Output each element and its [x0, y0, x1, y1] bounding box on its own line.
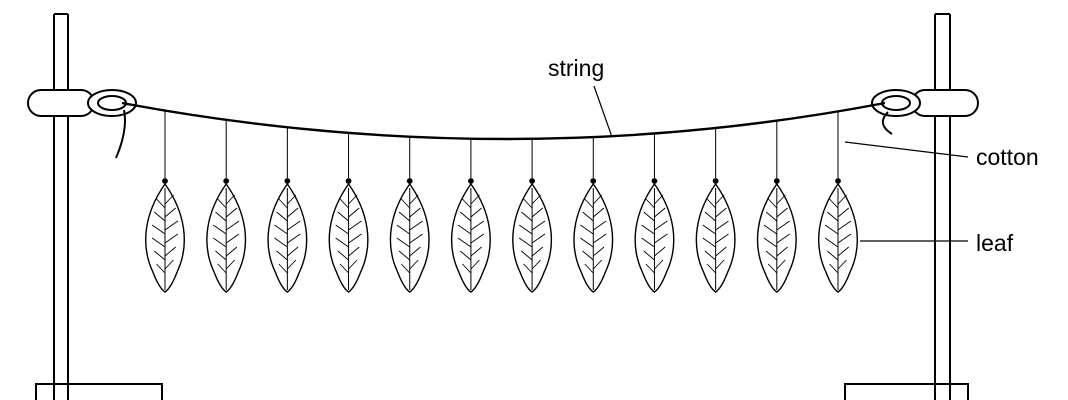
cotton-pointer: [844, 141, 969, 158]
cotton-knot: [284, 178, 291, 184]
string-pointer: [593, 85, 613, 138]
label-string: string: [548, 55, 605, 81]
hanging-leaf: [512, 138, 553, 293]
leaf-veins: [396, 194, 423, 274]
right-boss-clamp: [911, 89, 979, 117]
leaf-outline: [818, 182, 858, 293]
right-stand-rod: [934, 13, 951, 400]
leaf-outline: [695, 182, 736, 293]
leaf-outline: [756, 182, 797, 293]
right-stand-base: [844, 383, 969, 400]
leaf-veins: [763, 194, 790, 274]
hanging-leaf: [206, 119, 247, 293]
leaf-outline: [512, 182, 553, 293]
leaf-veins: [213, 194, 240, 274]
cotton-knot: [712, 178, 719, 184]
label-leaf: leaf: [976, 230, 1014, 256]
left-boss-clamp: [27, 89, 95, 117]
hanging-leaf: [267, 127, 308, 293]
cotton-knot: [651, 178, 658, 184]
hanging-leaf: [389, 136, 430, 293]
left-retort-stand: [27, 13, 163, 400]
cotton-knot: [345, 178, 352, 184]
right-string-end: [881, 111, 893, 135]
leaf-veins: [457, 194, 485, 274]
leaf-veins: [702, 194, 729, 274]
leaf-outline: [389, 182, 430, 293]
hanging-leaf: [450, 138, 491, 293]
cotton-knot: [773, 178, 780, 184]
left-clamp-jaw: [87, 89, 137, 117]
hanging-leaf: [756, 120, 797, 293]
leaves-group: [145, 110, 858, 293]
leaf-veins: [335, 194, 362, 274]
cotton-knot: [162, 178, 168, 184]
hanging-leaf: [328, 132, 369, 293]
label-pointers: [593, 85, 969, 242]
leaf-veins: [824, 194, 852, 274]
leaf-veins: [641, 194, 668, 274]
leaf-veins: [580, 194, 607, 274]
hanging-leaf: [695, 128, 736, 293]
leaf-outline: [267, 182, 308, 293]
cotton-knot: [835, 178, 841, 184]
leaf-outline: [206, 182, 247, 293]
right-retort-stand: [844, 13, 979, 400]
leaf-outline: [450, 182, 491, 293]
hanging-leaf: [145, 110, 185, 293]
leaf-veins: [151, 194, 179, 274]
left-stand-base: [35, 383, 163, 400]
cotton-knot: [406, 178, 413, 184]
hanging-leaf: [573, 137, 614, 293]
left-stand-rod: [53, 13, 69, 400]
label-cotton: cotton: [976, 144, 1039, 170]
hanging-leaf: [818, 111, 858, 293]
leaf-outline: [328, 182, 369, 293]
right-clamp-jaw: [871, 89, 921, 117]
cotton-knot: [529, 178, 535, 184]
hanging-leaf: [634, 133, 675, 293]
leaf-outline: [573, 182, 614, 293]
leaf-outline: [145, 182, 185, 293]
string-line: [121, 101, 886, 141]
cotton-knot: [590, 178, 597, 184]
cotton-knot: [223, 178, 230, 184]
leaf-veins: [518, 194, 546, 274]
cotton-knot: [468, 178, 474, 184]
leaf-outline: [634, 182, 675, 293]
left-string-end: [115, 109, 126, 159]
leaf-veins: [274, 194, 301, 274]
